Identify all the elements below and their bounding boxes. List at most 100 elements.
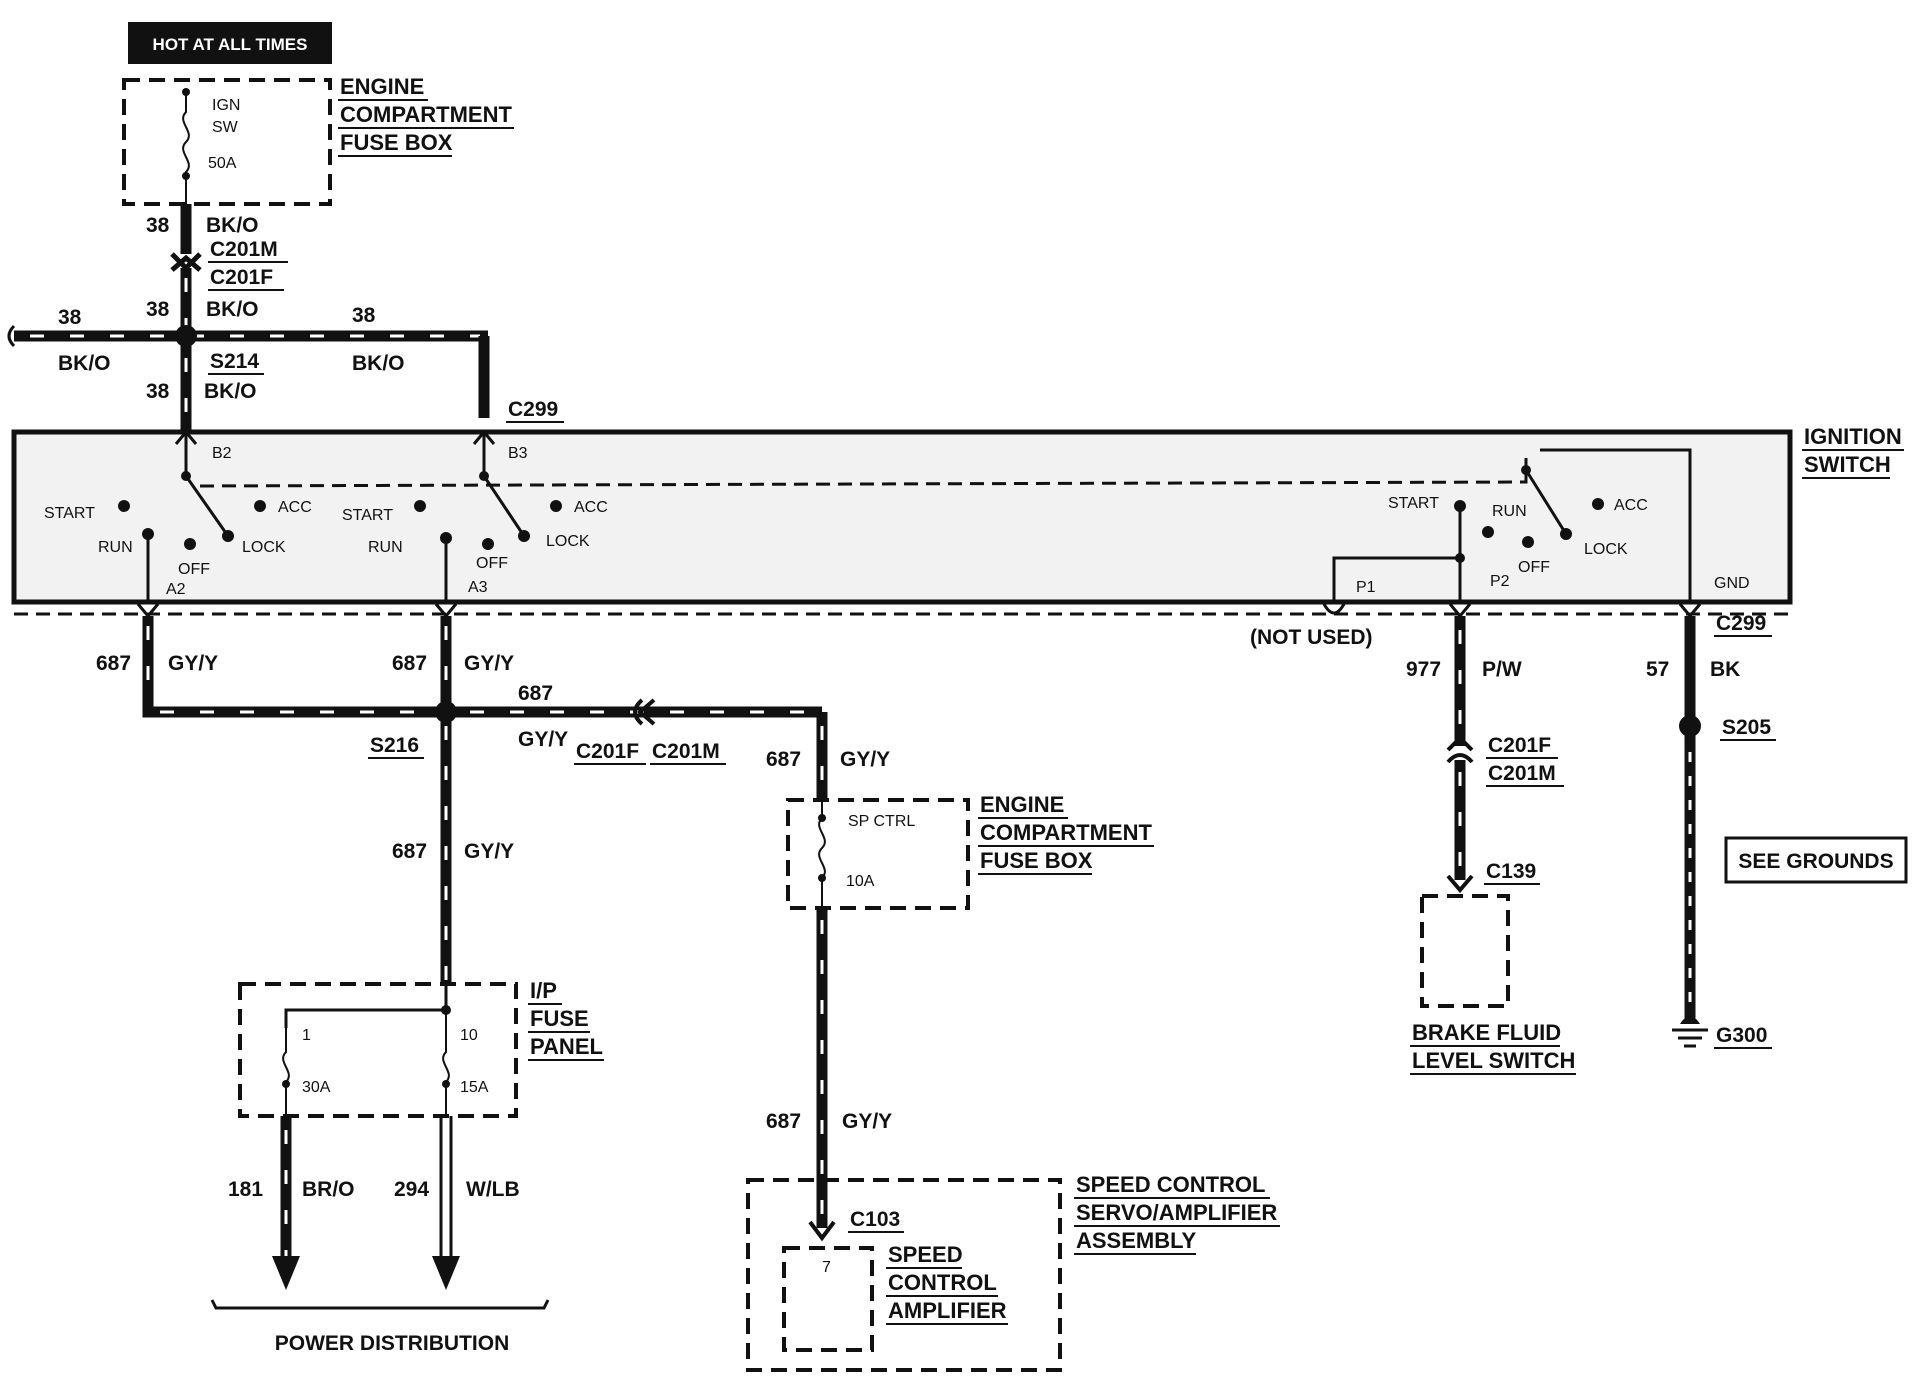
ecfb-mid-box bbox=[786, 798, 970, 910]
c103-arrow bbox=[808, 1220, 836, 1242]
ip-bus-bar bbox=[284, 984, 448, 1028]
ecfb-top-box bbox=[122, 78, 332, 206]
wire-294-arrow bbox=[432, 1256, 460, 1290]
ignition-switch-box bbox=[11, 429, 1793, 605]
ip-panel-title3: PANEL bbox=[530, 1034, 603, 1059]
c103-label: C103 bbox=[850, 1208, 900, 1231]
hot-at-all-times-banner bbox=[128, 22, 332, 64]
c201m-label-right: C201M bbox=[1488, 762, 1556, 785]
wire-38-label-upper: 38 bbox=[146, 214, 170, 237]
fuse1-symbol bbox=[282, 1028, 290, 1116]
switch1-off-dot bbox=[184, 538, 196, 550]
assembly-title3: ASSEMBLY bbox=[1076, 1228, 1197, 1253]
switch3-run-dot bbox=[1482, 526, 1494, 538]
amplifier-title3: AMPLIFIER bbox=[888, 1298, 1007, 1323]
wire-bro-label: BR/O bbox=[302, 1178, 355, 1201]
c139-label: C139 bbox=[1486, 860, 1536, 883]
switch1-run-label: RUN bbox=[98, 539, 133, 556]
wire-38-label-left: 38 bbox=[58, 306, 82, 329]
switch3-blade bbox=[1524, 469, 1568, 535]
wire-57-label: 57 bbox=[1646, 658, 1669, 681]
wire-38-label-right: 38 bbox=[352, 304, 376, 327]
ign-sw-fuse-label1: IGN bbox=[212, 97, 240, 114]
c201-connector-right-b bbox=[1446, 753, 1474, 764]
wire-bko-label-upper: BK/O bbox=[206, 214, 259, 237]
ignition-switch-title2: SWITCH bbox=[1804, 452, 1891, 477]
ign-sw-fuse-symbol bbox=[182, 92, 190, 204]
switch2-start-dot bbox=[414, 500, 426, 512]
ecfb-mid-title2: COMPARTMENT bbox=[980, 820, 1152, 845]
wire-687-label-east: 687 bbox=[518, 682, 553, 705]
switch2-run-label: RUN bbox=[368, 539, 403, 556]
switch3-lock-label: LOCK bbox=[1584, 541, 1628, 558]
pin-p1: P1 bbox=[1356, 579, 1376, 596]
wire-38-label-mid: 38 bbox=[146, 298, 170, 321]
wire-181-arrow bbox=[272, 1256, 300, 1290]
c201m-label-top: C201M bbox=[210, 238, 278, 261]
wire-38-left-break bbox=[7, 324, 16, 348]
fuse10-symbol bbox=[442, 1010, 450, 1116]
pin-b3: B3 bbox=[508, 445, 528, 462]
switch3-junction-dot bbox=[1455, 553, 1465, 563]
wire-gyy-label-a2: GY/Y bbox=[168, 652, 218, 675]
c201f-label-right: C201F bbox=[1488, 734, 1551, 757]
wire-wlb-label: W/LB bbox=[466, 1178, 520, 1201]
c201-connector-mid-b bbox=[636, 698, 656, 726]
amplifier-pin: 7 bbox=[822, 1259, 831, 1276]
assembly-title2: SERVO/AMPLIFIER bbox=[1076, 1200, 1277, 1225]
wire-687-label-a2: 687 bbox=[96, 652, 131, 675]
switch2-acc-dot bbox=[550, 500, 562, 512]
c299-label-top: C299 bbox=[508, 398, 558, 421]
ign-sw-fuse-bottom-dot bbox=[182, 172, 190, 180]
assembly-title1: SPEED CONTROL bbox=[1076, 1172, 1265, 1197]
switch1-blade bbox=[184, 475, 230, 537]
switch1-lock-dot bbox=[222, 530, 234, 542]
wire-977-label: 977 bbox=[1406, 658, 1441, 681]
switch1-start-label: START bbox=[44, 505, 95, 522]
switch3-off-label: OFF bbox=[1518, 559, 1550, 576]
s205-label: S205 bbox=[1722, 716, 1771, 739]
ign-sw-fuse-top-dot bbox=[182, 88, 190, 96]
wire-gyy-label-a3: GY/Y bbox=[464, 652, 514, 675]
brake-fluid-title2: LEVEL SWITCH bbox=[1412, 1048, 1575, 1073]
c201f-label-top: C201F bbox=[210, 266, 273, 289]
see-grounds-box bbox=[1724, 836, 1908, 884]
switch1-lock-label: LOCK bbox=[242, 539, 286, 556]
spctrl-fuse-symbol bbox=[818, 800, 826, 908]
switch1-off-label: OFF bbox=[178, 561, 210, 578]
c201m-label-mid: C201M bbox=[652, 740, 720, 763]
c201-connector-bottom bbox=[170, 254, 202, 272]
wire-gyy-label-amp: GY/Y bbox=[842, 1110, 892, 1133]
switch2-lock-dot bbox=[518, 530, 530, 542]
ecfb-mid-title1: ENGINE bbox=[980, 792, 1064, 817]
switch3-acc-label: ACC bbox=[1614, 497, 1648, 514]
c201-connector-right-a bbox=[1446, 735, 1474, 752]
spctrl-fuse-rating: 10A bbox=[846, 873, 875, 890]
s205-splice bbox=[1679, 715, 1701, 737]
switch1-start-dot bbox=[118, 500, 130, 512]
wire-181-label: 181 bbox=[228, 1178, 263, 1201]
switch3-gnd-lead bbox=[1540, 448, 1692, 602]
wire-bko-label-left: BK/O bbox=[58, 352, 111, 375]
switch2-start-label: START bbox=[342, 507, 393, 524]
switch3-run-label: RUN bbox=[1492, 503, 1527, 520]
pin-gnd: GND bbox=[1714, 575, 1750, 592]
spctrl-fuse-bottom-dot bbox=[818, 874, 826, 882]
fuse10-rating: 15A bbox=[460, 1079, 489, 1096]
wire-gyy-label-ip: GY/Y bbox=[464, 840, 514, 863]
wire-294-label: 294 bbox=[394, 1178, 429, 1201]
ecfb-top-title2: COMPARTMENT bbox=[340, 102, 512, 127]
wire-687-label-spctrl: 687 bbox=[766, 748, 801, 771]
switch2-off-label: OFF bbox=[476, 555, 508, 572]
wire-687-label-a3: 687 bbox=[392, 652, 427, 675]
ecfb-mid-title3: FUSE BOX bbox=[980, 848, 1093, 873]
switch3-off-dot bbox=[1522, 536, 1534, 548]
ecfb-top-title1: ENGINE bbox=[340, 74, 424, 99]
p1-exit-arrow bbox=[1322, 603, 1346, 615]
fuse1-number: 1 bbox=[302, 1027, 311, 1044]
switch3-p-leads bbox=[1332, 506, 1462, 602]
switch1-acc-label: ACC bbox=[278, 499, 312, 516]
brake-fluid-title1: BRAKE FLUID bbox=[1412, 1020, 1561, 1045]
hot-at-all-times-label: HOT AT ALL TIMES bbox=[153, 35, 308, 54]
see-grounds-label: SEE GROUNDS bbox=[1738, 850, 1893, 873]
